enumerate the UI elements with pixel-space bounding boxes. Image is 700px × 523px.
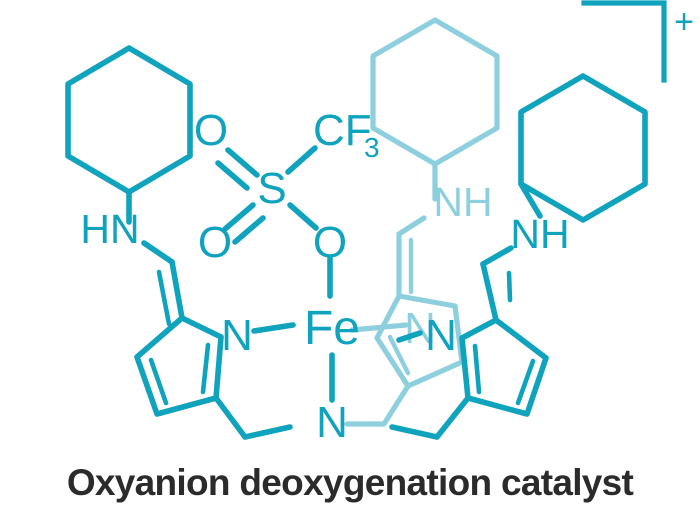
atom-label-n-apical: N — [316, 398, 348, 447]
bond-cyclohexyl-to-nh-right — [518, 181, 543, 219]
bond-ch2-back-to-apical-n — [344, 383, 411, 427]
bond-imine-left-double — [156, 269, 172, 327]
bond-s-to-o-lower-b — [232, 215, 266, 245]
atom-label-fe: Fe — [304, 302, 360, 355]
pyrrole-ring-back — [374, 293, 465, 389]
atom-label-o-sulfonyl-upper: O — [194, 106, 228, 155]
bond-n-left-to-fe — [251, 322, 296, 334]
pyrrole-right-inner-double-a — [472, 343, 482, 395]
bond-n-right-to-fe — [396, 330, 423, 343]
pyrrole-back-inner-double — [387, 334, 411, 376]
bond-s-to-o-upper-a — [225, 147, 260, 178]
atom-label-n-pyrrole-left: N — [221, 311, 253, 360]
bond-nh-to-imine-right — [480, 245, 514, 267]
pyrrole-left-inner-double-a — [148, 357, 169, 406]
atom-label-cf3-subscript: 3 — [364, 132, 380, 163]
atom-label-o-sulfonyl-lower: O — [198, 218, 232, 267]
atom-label-hn-left: HN — [80, 206, 139, 252]
bracket-right-corner — [581, 0, 667, 83]
bond-nh-to-imine-back — [396, 215, 427, 237]
pyrrole-ring-right — [459, 317, 549, 417]
bond-s-to-o-upper-b — [215, 160, 250, 191]
atom-label-n-pyrrole-right: N — [425, 311, 457, 360]
cyclohexyl-ring-right — [518, 73, 648, 223]
atom-label-cf3: CF — [313, 106, 372, 155]
bond-imine-right-double — [506, 270, 513, 303]
bond-ch2-left-to-apical-n — [213, 395, 293, 440]
bond-hn-to-imine-left — [141, 240, 175, 265]
bond-s-to-o-bridging — [287, 202, 319, 231]
back-arm-group — [344, 17, 500, 427]
cyclohexyl-ring-left — [65, 45, 193, 195]
charge-label-plus: + — [674, 3, 694, 41]
atom-label-nh-back: NH — [433, 179, 492, 225]
atom-label-o-bridging: O — [313, 218, 347, 267]
back-atom-labels: N NH — [404, 179, 493, 353]
front-structure-group — [65, 45, 648, 440]
pyrrole-ring-left — [134, 315, 224, 417]
bond-imine-right-main — [480, 261, 499, 323]
cyclohexyl-ring-back — [370, 17, 500, 167]
atom-label-n-pyrrole-back: N — [404, 304, 436, 353]
atom-label-s: S — [257, 164, 286, 213]
bond-imine-left-main — [169, 259, 185, 321]
pyrrole-left-inner-double-b — [200, 342, 211, 395]
bond-n-back-to-fe — [349, 322, 409, 333]
figure-caption: Oxyanion deoxygenation catalyst — [66, 462, 634, 503]
bond-s-to-o-lower-a — [222, 202, 256, 232]
bond-ch2-right-to-apical-n — [389, 395, 471, 440]
front-atom-labels: Fe N N N HN NH S O O O CF 3 — [80, 106, 569, 447]
pyrrole-right-inner-double-b — [515, 358, 536, 406]
atom-label-nh-right: NH — [510, 211, 569, 257]
bond-s-to-cf3 — [285, 145, 318, 175]
charge-bracket-group — [581, 0, 667, 83]
